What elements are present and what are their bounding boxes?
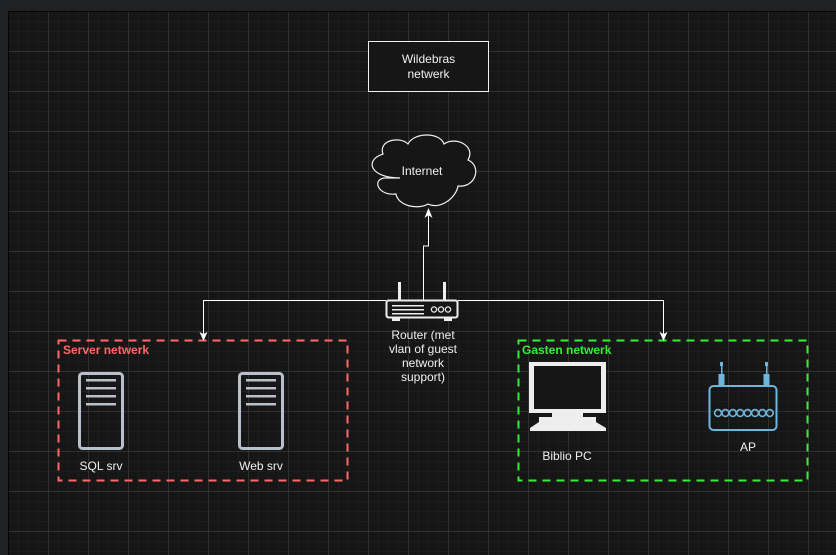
web-server-icon[interactable] [238,372,284,450]
wireless-access-point-icon[interactable] [708,362,778,431]
guest-network-label: Gasten netwerk [522,343,612,357]
router-icon[interactable] [385,282,459,321]
edge-router-internet-arrow [424,208,433,218]
cloud-icon[interactable] [371,134,477,208]
edge-router-guest[interactable] [458,300,664,335]
server-network-group[interactable] [57,339,349,482]
router-label: Router (met vlan of guest network suppor… [388,328,458,384]
diagram-title-box[interactable]: Wildebras netwerk [368,41,489,92]
diagram-canvas[interactable] [8,11,836,555]
monitor-icon[interactable] [529,362,606,431]
biblio-pc-label: Biblio PC [542,449,592,463]
sql-server-icon[interactable] [78,372,124,450]
edge-router-server[interactable] [203,300,387,335]
guest-network-group[interactable] [517,339,809,482]
internet-label: Internet [401,164,443,178]
web-server-label: Web srv [239,459,283,473]
diagram-title: Wildebras netwerk [401,51,456,81]
server-network-label: Server netwerk [63,343,150,357]
sql-server-label: SQL srv [79,459,123,473]
access-point-label: AP [739,440,756,454]
edge-router-guest-arrow [659,332,668,341]
edge-router-server-arrow [199,332,208,341]
edge-router-internet[interactable] [423,212,429,307]
